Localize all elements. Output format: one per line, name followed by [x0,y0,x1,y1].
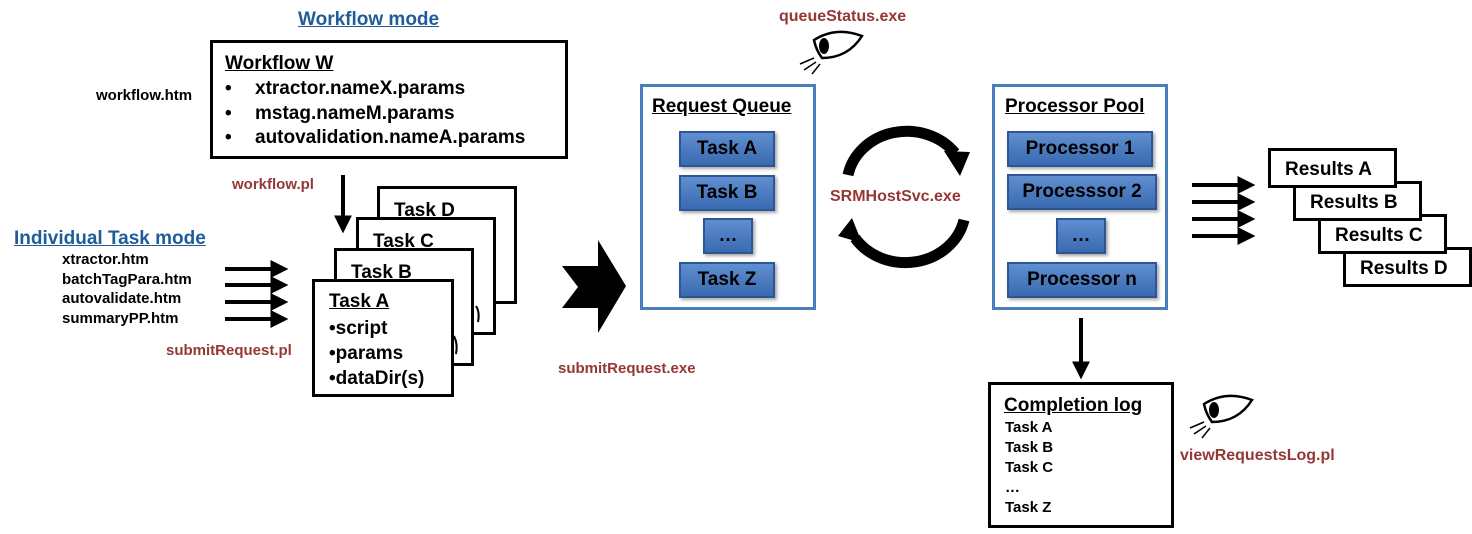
eye-icon [1189,394,1254,439]
cycle-arrow-icon [838,125,970,269]
processor-pool-title: Processor Pool [1005,96,1145,117]
queue-task-ellipsis: … [703,218,753,254]
result-card-a: Results A [1268,148,1397,188]
log-entry: Task C [1005,459,1054,476]
processor: Processor 1 [1007,131,1153,167]
eye-icon [799,30,864,75]
result-label: Results D [1360,258,1448,279]
completion-log-box: Completion log Task A Task B Task C … Ta… [988,382,1174,528]
workflow-item: •autovalidation.nameA.params [225,127,526,148]
queue-status-label: queueStatus.exe [779,8,907,25]
input-arrows-icon [225,260,289,328]
view-log-label: viewRequestsLog.pl [1180,447,1335,464]
task-a-items: •script •params •dataDir(s) [329,316,424,391]
queue-task: Task A [679,131,775,167]
individual-mode-heading: Individual Task mode [14,228,206,249]
task-card-title: Task D [394,200,455,221]
request-queue-title: Request Queue [652,96,792,117]
file-item: summaryPP.htm [62,309,179,327]
task-item: •script [329,318,388,339]
submit-chevron-arrow-icon [562,240,626,333]
workflow-file-label: workflow.htm [96,87,193,104]
task-card-title: Task B [351,262,412,283]
completion-log-title: Completion log [1004,395,1143,416]
log-entry: Task B [1005,439,1054,456]
result-label: Results B [1310,192,1398,213]
submit-request-pl-label: submitRequest.pl [166,342,292,359]
processor-pool-box: Processor Pool Processor 1 Processsor 2 … [992,84,1168,310]
log-entry: … [1005,479,1020,496]
result-label: Results C [1335,225,1423,246]
request-queue-box: Request Queue Task A Task B … Task Z [640,84,816,310]
task-card-title: Task A [329,291,390,312]
file-item: autovalidate.htm [62,290,182,307]
queue-task: Task Z [679,262,775,298]
workflow-items: •xtractor.nameX.params •mstag.nameM.para… [225,77,525,151]
completion-log-entries: Task A Task B Task C … Task Z [1005,418,1053,518]
workflow-mode-heading: Workflow mode [298,9,440,30]
task-card-a: Task A •script •params •dataDir(s) [312,279,454,397]
individual-file-list: xtractor.htm batchTagPara.htm autovalida… [62,250,192,328]
workflow-item: •mstag.nameM.params [225,102,455,124]
workflow-script-label: workflow.pl [232,176,314,193]
result-label: Results A [1285,159,1372,180]
processor-ellipsis: … [1056,218,1106,254]
host-service-label: SRMHostSvc.exe [830,188,961,205]
workflow-item: •xtractor.nameX.params [225,78,466,99]
workflow-box: Workflow W •xtractor.nameX.params •mstag… [210,40,568,159]
workflow-box-title: Workflow W [225,53,334,74]
log-entry: Task Z [1005,499,1052,516]
file-item: batchTagPara.htm [62,270,192,288]
queue-task: Task B [679,175,775,211]
output-arrows-icon [1192,176,1256,245]
log-entry: Task A [1005,419,1053,436]
task-item: •params [329,343,404,364]
processor: Processsor 2 [1007,174,1157,210]
submit-request-exe-label: submitRequest.exe [558,360,696,377]
task-card-title: Task C [373,231,434,252]
processor: Processor n [1007,262,1157,298]
task-item: •dataDir(s) [329,368,425,389]
file-item: xtractor.htm [62,251,149,268]
